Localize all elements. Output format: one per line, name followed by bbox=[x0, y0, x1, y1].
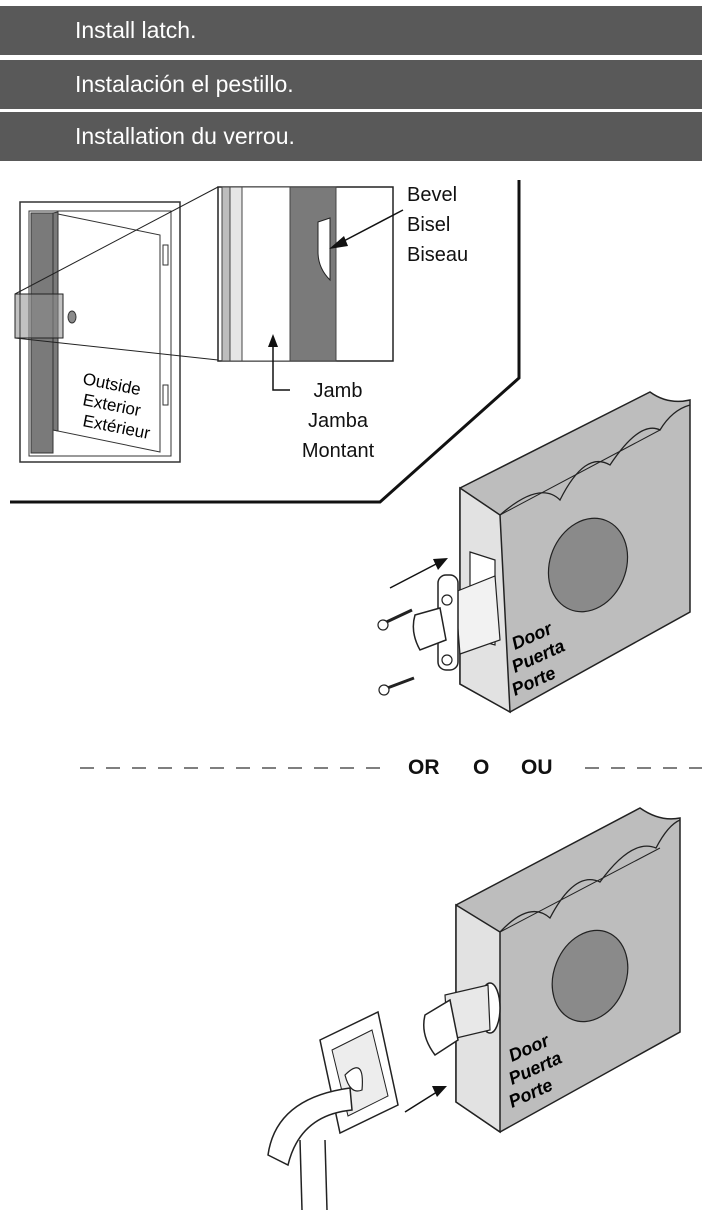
jamb-label-es: Jamba bbox=[307, 410, 369, 432]
latch-assembly-1 bbox=[412, 574, 501, 671]
bevel-label-fr: Biseau bbox=[407, 244, 469, 266]
latch-assembly-2 bbox=[423, 982, 501, 1057]
jamb-label: Jamb Jamba Montant bbox=[288, 376, 388, 466]
bevel-label: Bevel Bisel Biseau bbox=[407, 180, 468, 270]
door-frame-drawing bbox=[14, 186, 219, 463]
step-title-es: Instalación el pestillo. bbox=[0, 60, 702, 109]
door-block-1 bbox=[459, 391, 691, 714]
or-es: O bbox=[473, 756, 490, 779]
step-title-en: Install latch. bbox=[0, 6, 702, 55]
or-fr: OU bbox=[521, 756, 553, 779]
jamb-label-fr: Montant bbox=[301, 440, 375, 462]
bevel-label-es: Bisel bbox=[407, 214, 451, 236]
bevel-label-en: Bevel bbox=[407, 184, 458, 206]
or-separator: OR O OU bbox=[0, 752, 702, 784]
screw-bottom bbox=[378, 676, 415, 696]
hammer-icon bbox=[267, 1087, 353, 1211]
jamb-label-en: Jamb bbox=[313, 380, 363, 402]
or-en: OR bbox=[408, 756, 440, 779]
door-block-2 bbox=[455, 807, 681, 1134]
step-title-fr: Installation du verrou. bbox=[0, 112, 702, 161]
screw-top bbox=[377, 608, 413, 631]
inset-frame bbox=[10, 180, 521, 504]
jamb-closeup bbox=[217, 186, 394, 362]
